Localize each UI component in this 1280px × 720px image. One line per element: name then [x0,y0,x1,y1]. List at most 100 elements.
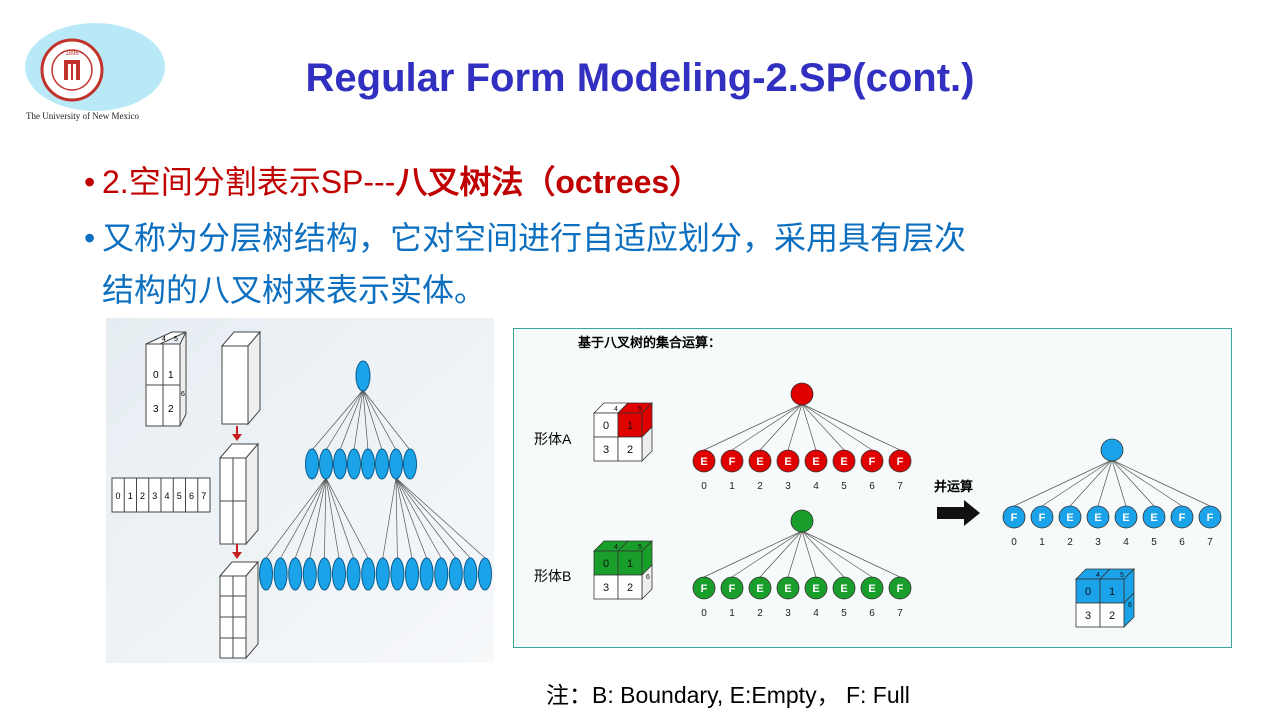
tree-node [273,557,288,591]
cube-label: 6 [646,574,650,581]
strip-index-label: 4 [164,491,169,501]
cube-label: 3 [603,444,609,456]
node-index: 4 [813,481,819,492]
node-index: 1 [729,608,735,619]
cube-label: 2 [627,582,633,594]
leaf-node [1198,505,1222,529]
leaf-node-label: F [1039,512,1046,524]
cube-label: 2 [1109,610,1115,622]
tree-node [319,448,333,480]
leaf-node [1142,505,1166,529]
node-index: 5 [841,481,847,492]
leaf-node-label: E [700,456,707,468]
cube-label: 3 [153,404,159,415]
tree-node [332,557,346,591]
node-index: 5 [1151,537,1157,548]
strip-index-label: 7 [201,491,206,501]
node-index: 1 [1039,537,1045,548]
cube-label: 5 [638,406,642,413]
tree-node [434,557,449,591]
leaf-node-label: F [897,583,904,595]
cube-label: 4 [162,336,166,343]
leaf-node [1002,505,1026,529]
tree-node [333,448,347,480]
tree-node [419,557,434,591]
leaf-node [832,576,856,600]
root-node [790,509,814,533]
leaf-node [804,576,828,600]
cube-label: 6 [181,391,185,398]
leaf-node [748,576,772,600]
strip-index-label: 5 [177,491,182,501]
bullet-1-emphasis: 八叉树法（octrees） [395,164,702,200]
tree-node [375,557,390,591]
leaf-node-label: E [784,456,791,468]
root-node [1100,438,1124,462]
leaf-node [748,449,772,473]
labeled-cube [145,331,187,427]
cube-label: 3 [603,582,609,594]
node-index: 7 [1207,537,1213,548]
strip-index-label: 2 [140,491,145,501]
cube-label: 6 [1128,602,1132,609]
cube-label: 0 [603,558,609,570]
cube-label: 1 [1109,586,1115,598]
leaf-node-label: F [869,456,876,468]
union-label: 并运算 [934,479,973,494]
node-index: 2 [757,608,763,619]
strip-index-label: 1 [128,491,133,501]
leaf-node-label: E [840,583,847,595]
leaf-node [1058,505,1082,529]
leaf-node-label: E [1150,512,1157,524]
leaf-node [1030,505,1054,529]
strip-index-label: 6 [189,491,194,501]
union-arrow-icon [937,500,980,526]
leaf-node-label: F [1207,512,1214,524]
leaf-node [804,449,828,473]
leaf-node [888,576,912,600]
cube-label: 4 [614,406,618,413]
logo-year: 1896 [65,51,79,57]
leaf-node-label: F [701,583,708,595]
tree-node [347,448,361,480]
tree-node [463,557,478,591]
octree-diagram [259,360,492,591]
tree-node [302,557,317,591]
node-index: 4 [1123,537,1129,548]
node-index: 0 [1011,537,1017,548]
cube-label: 2 [168,404,174,415]
tree-node [259,557,273,591]
node-index: 7 [897,481,903,492]
cube-label: 0 [1085,586,1091,598]
leaf-node-label: F [1011,512,1018,524]
leaf-node [692,576,716,600]
node-index: 3 [1095,537,1101,548]
leaf-node [1086,505,1110,529]
legend-note: 注：B: Boundary, E:Empty， F: Full [546,682,910,708]
leaf-node-label: E [784,583,791,595]
cube-label: 3 [1085,610,1091,622]
tree-node [355,360,371,392]
tree-node [403,448,417,480]
cube-label: 2 [627,444,633,456]
cube-label: 4 [614,544,618,551]
tree-node [375,448,389,480]
node-index: 1 [729,481,735,492]
leaf-node [692,449,716,473]
down-arrow [232,426,242,559]
bullet-1: •2.空间分割表示SP---八叉树法（octrees） [84,158,701,206]
node-index: 0 [701,608,707,619]
leaf-node-label: F [1179,512,1186,524]
leaf-node [776,449,800,473]
leaf-node-label: F [729,456,736,468]
university-logo: 1896 [25,23,165,111]
shape-b-label: 形体B [534,568,571,584]
panel-heading: 基于八叉树的集合运算： [577,335,721,350]
bullet-2: •又称为分层树结构，它对空间进行自适应划分，采用具有层次 [84,214,966,262]
leaf-node-label: E [1066,512,1073,524]
